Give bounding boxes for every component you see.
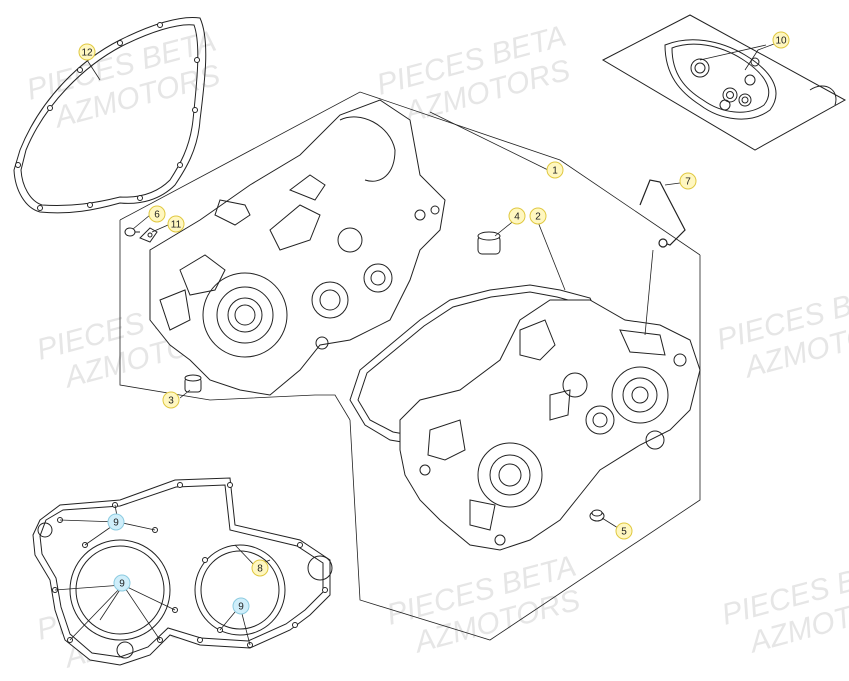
callout-7: 7: [679, 172, 697, 190]
callout-4-label: 4: [514, 212, 520, 223]
callout-3-label: 3: [168, 396, 174, 407]
bushing-left: [184, 374, 202, 393]
callout-12: 12: [78, 43, 96, 61]
callout-10-label: 10: [775, 36, 787, 47]
callout-1-label: 1: [552, 166, 558, 177]
bushing-center: [477, 231, 501, 255]
screw-and-washer: [124, 227, 158, 243]
callout-12-label: 12: [81, 48, 93, 59]
callout-10: 10: [772, 31, 790, 49]
callout-9-right: 9: [232, 597, 250, 615]
bracket-clip: [639, 179, 686, 248]
clutch-cover-gasket: [13, 16, 207, 214]
callout-5: 5: [615, 522, 633, 540]
callout-8-label: 8: [257, 564, 263, 575]
callout-11: 11: [167, 215, 185, 233]
assembly-outline: [119, 91, 701, 641]
callout-9-top-label: 9: [113, 518, 119, 529]
callout-2: 2: [529, 207, 547, 225]
bottom-gaskets: [32, 477, 333, 666]
callout-9-right-label: 9: [238, 602, 244, 613]
drain-plug: [589, 509, 605, 522]
left-crankcase-half: [149, 99, 446, 396]
callouts: 12 10 1 7 6 11 4 2: [78, 31, 790, 615]
right-crankcase-half: [399, 299, 701, 551]
callout-5-label: 5: [621, 527, 627, 538]
callout-8: 8: [251, 559, 269, 577]
callout-1: 1: [546, 161, 564, 179]
callout-11-label: 11: [171, 220, 182, 231]
callout-9-middle: 9: [113, 574, 131, 592]
callout-9-top: 9: [107, 513, 125, 531]
callout-6: 6: [148, 205, 166, 223]
callout-2-label: 2: [535, 212, 541, 223]
gasket-kit: [601, 14, 847, 151]
callout-7-label: 7: [685, 177, 691, 188]
callout-4: 4: [508, 207, 526, 225]
callout-9-middle-label: 9: [119, 579, 125, 590]
callout-6-label: 6: [154, 210, 160, 221]
callout-3: 3: [162, 391, 180, 409]
